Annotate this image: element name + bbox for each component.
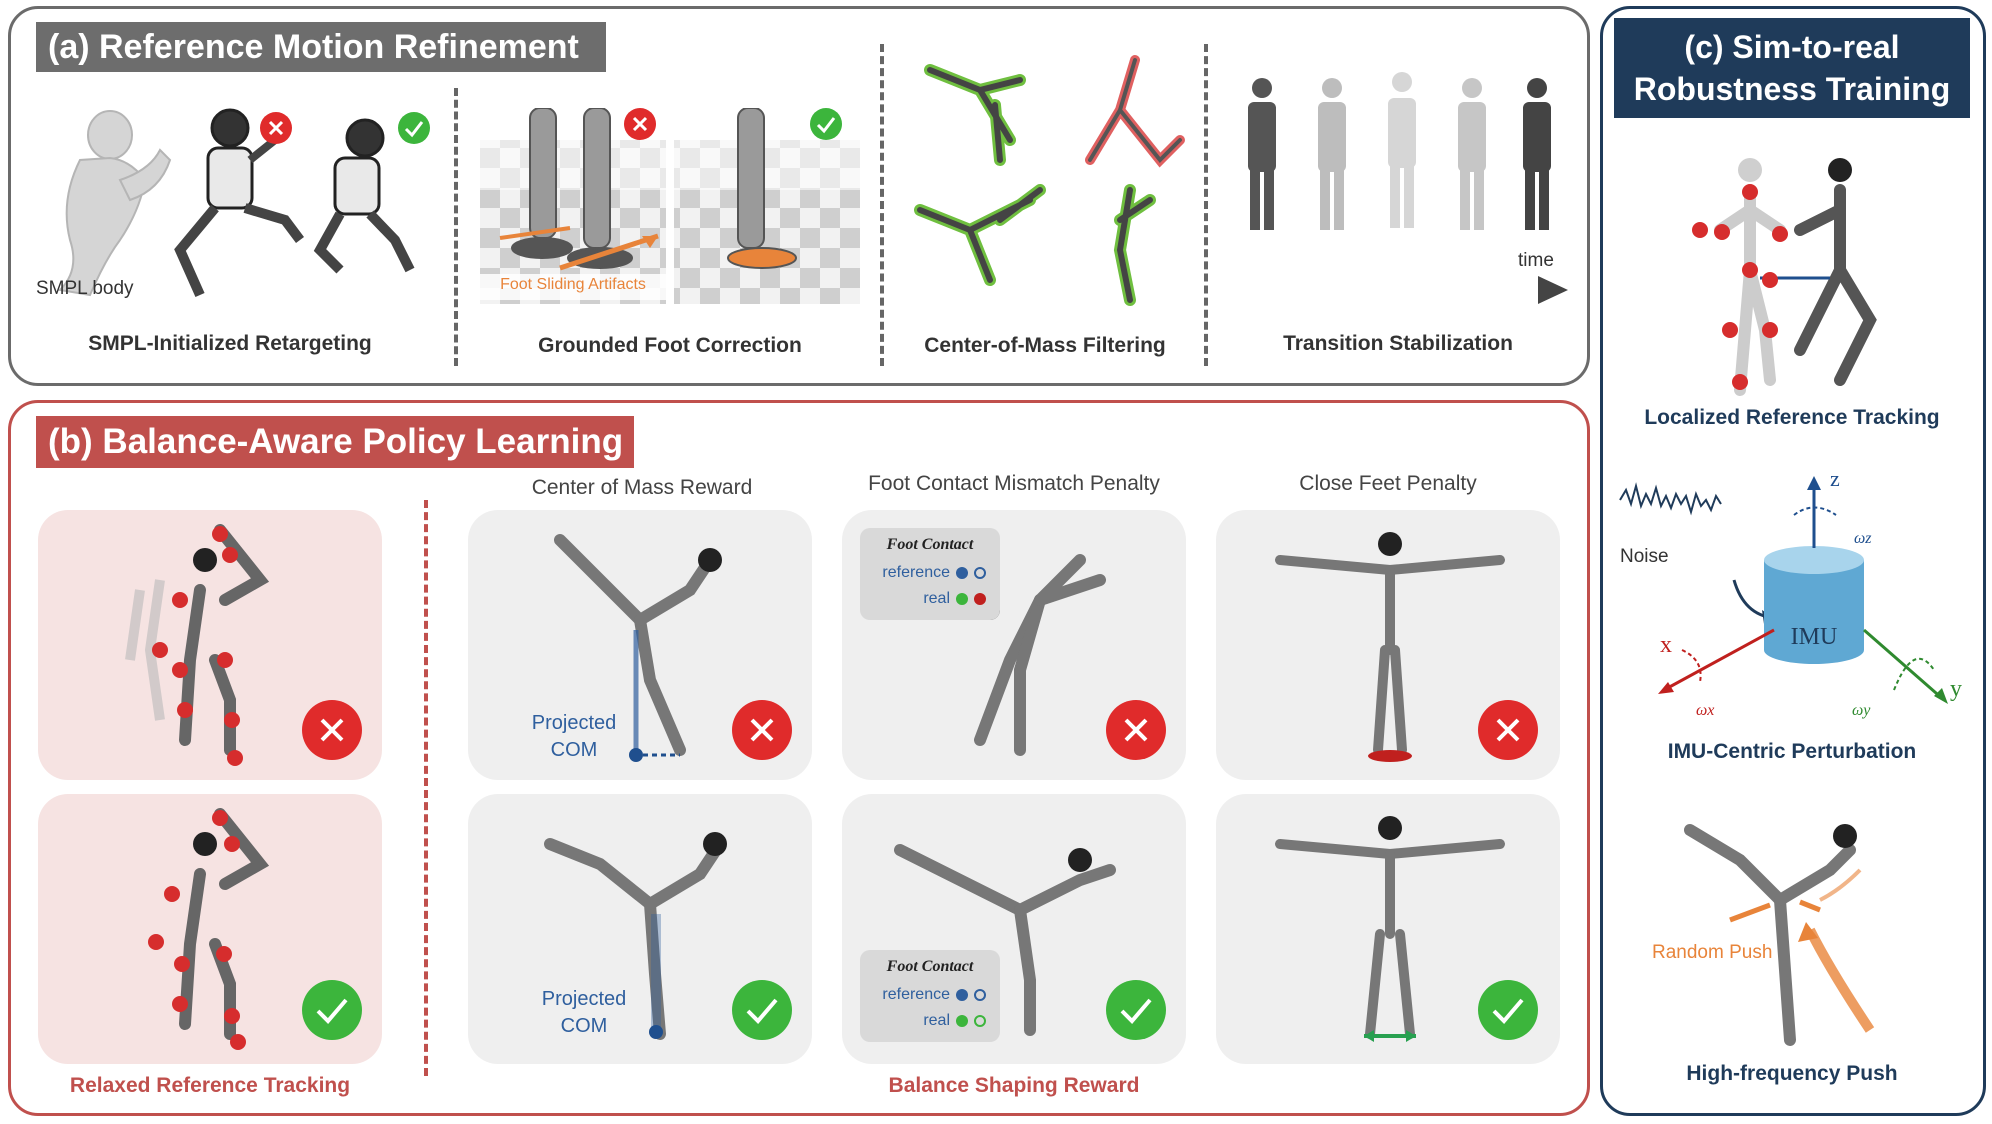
check-icon [398, 112, 430, 144]
real-label: real [923, 1012, 950, 1029]
robot-figure [1275, 816, 1505, 1042]
robot-figure-valid [914, 64, 1156, 306]
separator-dashed [1204, 44, 1208, 366]
localized-tracking-illustration [1692, 158, 1877, 396]
panel-b-title: (b) Balance-Aware Policy Learning [36, 416, 634, 468]
foot-sliding-label: Foot Sliding Artifacts [500, 276, 646, 293]
reference-filled-dot [956, 989, 968, 1001]
real-red-dot [974, 593, 986, 605]
com-filtering-illustration [914, 55, 1185, 306]
caption-transition: Transition Stabilization [1283, 332, 1513, 355]
com-label: COM [550, 739, 598, 761]
panel-balance-aware-policy-learning [8, 400, 1590, 1116]
caption-grounded-foot: Grounded Foot Correction [538, 334, 802, 357]
time-label: time [1518, 250, 1554, 271]
axis-x-label: x [1660, 632, 1672, 658]
caption-localized-tracking: Localized Reference Tracking [1644, 406, 1940, 429]
robot-figure [313, 118, 415, 274]
real-green-dot [956, 593, 968, 605]
panel-c-title-line1: (c) Sim-to-real [1684, 29, 1900, 65]
separator-dashed [880, 44, 884, 366]
separator-dashed [424, 500, 428, 1076]
check-icon [810, 108, 842, 140]
column-title-close-feet: Close Feet Penalty [1299, 472, 1477, 495]
foot-contact-legend: Foot Contact reference real [860, 528, 1000, 620]
imu-label: IMU [1790, 624, 1838, 650]
smpl-body-label: SMPL body [36, 278, 134, 299]
reference-label: reference [882, 564, 950, 581]
omega-y-label: ωy [1852, 702, 1871, 719]
robot-figure [974, 554, 1106, 756]
imu-perturbation-illustration [1619, 476, 1948, 704]
panel-a-title: (a) Reference Motion Refinement [36, 22, 606, 72]
foot-correction-illustration [480, 108, 860, 304]
cross-icon [260, 112, 292, 144]
reference-filled-dot [956, 567, 968, 579]
axis-y-label: y [1950, 676, 1962, 702]
column-title-com-reward: Center of Mass Reward [531, 476, 753, 499]
noise-signal [1619, 482, 1722, 516]
robot-figure [554, 534, 722, 762]
projected-label: Projected [541, 988, 627, 1010]
robot-figure [125, 524, 270, 766]
panel-sim-to-real [1600, 6, 1986, 1116]
caption-com-filtering: Center-of-Mass Filtering [924, 334, 1166, 357]
robot-figure [1275, 532, 1505, 762]
real-label: real [923, 590, 950, 607]
omega-z-label: ωz [1854, 530, 1872, 547]
panel-reference-motion-refinement [8, 6, 1590, 386]
check-icon [732, 980, 792, 1040]
caption-high-frequency-push: High-frequency Push [1686, 1062, 1898, 1085]
robot-leg [511, 108, 797, 269]
cross-icon [302, 700, 362, 760]
check-icon [1478, 980, 1538, 1040]
caption-balance-shaping: Balance Shaping Reward [888, 1074, 1140, 1097]
caption-relaxed-tracking: Relaxed Reference Tracking [69, 1074, 351, 1097]
retargeting-illustration [57, 108, 415, 298]
caption-imu-perturbation: IMU-Centric Perturbation [1667, 740, 1917, 763]
axis-z-label: z [1830, 466, 1840, 491]
cross-icon [624, 108, 656, 140]
projected-label: Projected [531, 712, 617, 734]
high-frequency-push-illustration [1684, 824, 1875, 1046]
robot-sequence [1248, 72, 1551, 230]
robot-figure [544, 832, 727, 1040]
check-icon [302, 980, 362, 1040]
cross-icon [732, 700, 792, 760]
foot-contact-title: Foot Contact [886, 536, 974, 553]
cross-icon [1106, 700, 1166, 760]
reference-hollow-dot [974, 989, 986, 1001]
robot-figure [148, 808, 270, 1050]
com-label: COM [560, 1015, 608, 1037]
column-title-foot-contact: Foot Contact Mismatch Penalty [868, 472, 1160, 495]
separator-dashed [454, 88, 458, 366]
real-hollow-dot [974, 1015, 986, 1027]
robot-figure [894, 844, 1116, 1036]
arrow-icon [559, 233, 659, 271]
foot-contact-legend: Foot Contact reference real [860, 950, 1000, 1042]
omega-x-label: ωx [1696, 702, 1715, 719]
check-icon [1106, 980, 1166, 1040]
cross-icon [1478, 700, 1538, 760]
foot-contact-title: Foot Contact [886, 958, 974, 975]
robot-figure-rejected [1085, 55, 1185, 168]
panel-c-title-line2: Robustness Training [1633, 71, 1951, 107]
real-green-dot [956, 1015, 968, 1027]
caption-smpl-retargeting: SMPL-Initialized Retargeting [88, 332, 372, 355]
noise-label: Noise [1620, 546, 1669, 567]
smpl-body-figure [57, 110, 172, 297]
reference-label: reference [882, 986, 950, 1003]
imu-cylinder [1764, 546, 1864, 664]
transition-illustration [1232, 72, 1568, 304]
random-push-label: Random Push [1652, 942, 1773, 963]
reference-hollow-dot [974, 567, 986, 579]
